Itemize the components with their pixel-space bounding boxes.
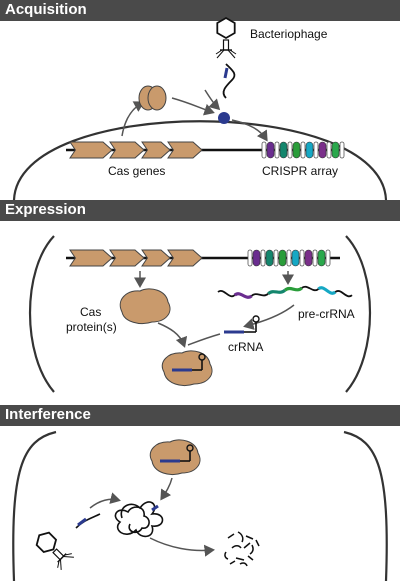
crispr-spacer: [266, 141, 275, 159]
crispr-spacer: [278, 249, 287, 267]
bacteriophage-icon: [215, 16, 237, 59]
cas-protein-icon: [138, 85, 167, 111]
crispr-spacer: [331, 141, 340, 159]
cas-gene-arrow: [109, 141, 145, 159]
crispr-repeat: [247, 249, 253, 267]
cas-proteins-label-line1: Cas: [80, 305, 101, 319]
crrna-hairpin-icon: [224, 315, 260, 334]
crispr-spacer: [318, 141, 327, 159]
cell-membrane: [12, 430, 57, 581]
crispr-repeat: [286, 249, 292, 267]
crispr-spacer: [317, 249, 326, 267]
cell-membrane: [345, 235, 372, 393]
phage-dna-icon: [114, 501, 164, 538]
pre-crrna-icon: [217, 285, 353, 299]
crispr-repeat: [299, 249, 305, 267]
crispr-repeat: [287, 141, 293, 159]
cas-gene-arrow: [141, 249, 171, 267]
crispr-repeat: [339, 141, 345, 159]
crispr-spacer: [292, 141, 301, 159]
pre-crrna-segment: [233, 292, 253, 299]
spacer-dna-icon: [218, 112, 230, 124]
cas-gene-arrow: [141, 141, 171, 159]
cas-gene-arrow: [167, 249, 203, 267]
interference-panel-header: Interference: [0, 405, 400, 426]
crispr-repeat: [273, 249, 279, 267]
interference-panel-title: Interference: [5, 406, 91, 423]
cas-genes: [69, 249, 203, 267]
crispr-spacer: [279, 141, 288, 159]
arrow-icon: [171, 97, 215, 116]
arrow-icon: [187, 333, 221, 346]
arrow-icon: [89, 492, 121, 509]
crrna-label: crRNA: [228, 340, 263, 354]
crispr-repeat: [312, 249, 318, 267]
arrow-icon: [157, 322, 188, 348]
crispr-repeat: [313, 141, 319, 159]
crispr-array: [261, 141, 345, 159]
crispr-spacer: [265, 249, 274, 267]
cascade-complex-icon: [161, 350, 213, 386]
degraded-dna-icon: [224, 531, 260, 567]
arrow-icon: [204, 89, 221, 111]
phage-spacer-segment: [77, 517, 87, 527]
pre-crrna-segment: [283, 286, 303, 292]
interference-panel: [12, 430, 388, 581]
pre-crrna-segment: [301, 285, 320, 292]
bacteriophage-icon: [35, 531, 74, 570]
crispr-array: [247, 249, 331, 267]
arrow-icon: [149, 537, 215, 557]
crispr-spacer: [291, 249, 300, 267]
phage-dna-icon: [222, 63, 236, 99]
cascade-complex-icon: [149, 439, 201, 475]
pre-crrna-segment: [267, 288, 287, 296]
crispr-repeat: [326, 141, 332, 159]
cas-proteins-label-line2: protein(s): [66, 320, 117, 334]
expression-panel-title: Expression: [5, 201, 86, 218]
cas-gene-arrow: [69, 141, 113, 159]
crispr-repeat: [274, 141, 280, 159]
pre-crrna-segment: [334, 290, 353, 298]
pre-crrna-segment: [250, 292, 269, 297]
cell-membrane: [12, 120, 388, 201]
acquisition-panel-title: Acquisition: [5, 1, 87, 18]
pre-crrna-segment: [317, 286, 337, 295]
crispr-spacer: [252, 249, 261, 267]
arrow-icon: [160, 477, 173, 501]
acquisition-panel: Cas genes CRISPR array Bacteriophage: [12, 16, 388, 201]
crispr-spacer: [305, 141, 314, 159]
cas-genes: [69, 141, 203, 159]
acquisition-panel-header: Acquisition: [0, 0, 400, 21]
cas-protein-icon: [119, 288, 171, 325]
crispr-repeat: [260, 249, 266, 267]
crispr-repeat: [300, 141, 306, 159]
cell-membrane: [28, 235, 55, 393]
cas-genes-label: Cas genes: [108, 164, 165, 178]
arrow-icon: [243, 304, 295, 331]
crispr-array-label: CRISPR array: [262, 164, 338, 178]
crispr-spacer: [304, 249, 313, 267]
cas-gene-arrow: [69, 249, 113, 267]
expression-panel: Cas protein(s) pre-crRNA crRNA: [28, 235, 372, 393]
pre-crrna-segment: [217, 290, 236, 298]
expression-panel-header: Expression: [0, 200, 400, 221]
target-spacer-segment: [151, 504, 159, 512]
arrow-icon: [121, 101, 145, 137]
pre-crrna-label: pre-crRNA: [298, 307, 355, 321]
cas-gene-arrow: [167, 141, 203, 159]
crispr-repeat: [261, 141, 267, 159]
cas-gene-arrow: [109, 249, 145, 267]
phage-dna-icon: [75, 513, 101, 529]
bacteriophage-label: Bacteriophage: [250, 27, 328, 41]
crispr-repeat: [325, 249, 331, 267]
cell-membrane: [343, 430, 388, 581]
phage-spacer-segment: [223, 67, 229, 79]
arrow-icon: [231, 119, 268, 142]
